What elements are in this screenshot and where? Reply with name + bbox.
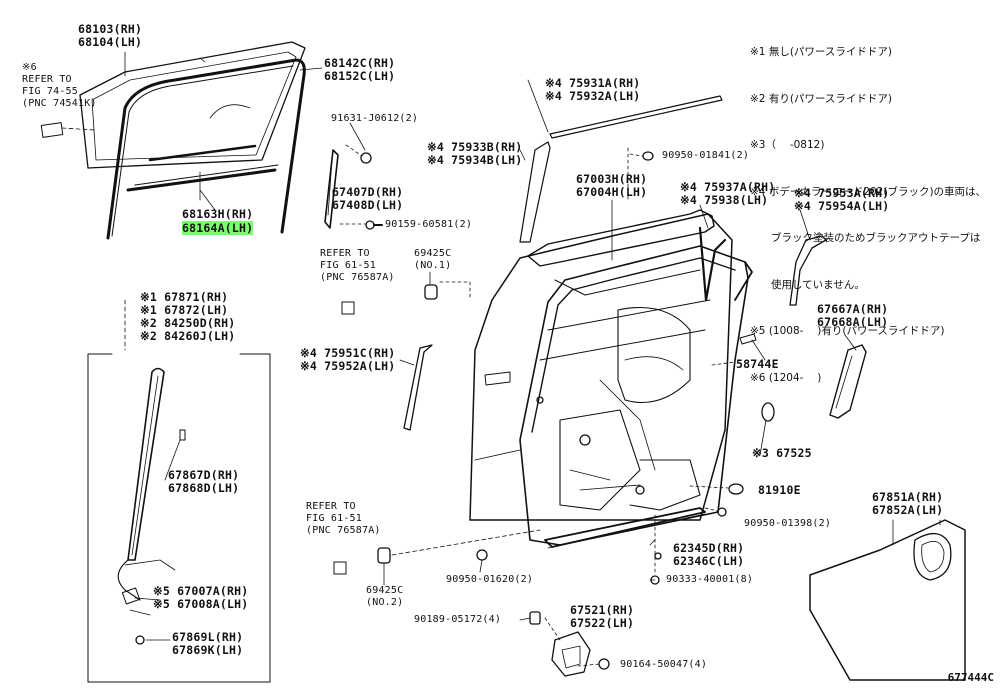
part-label-90950-01620[interactable]: 90950-01620(2)	[446, 574, 534, 585]
part-label-69425-no1[interactable]: 69425C (NO.1)	[414, 248, 452, 271]
part-label-67003[interactable]: 67003H(RH) 67004H(LH)	[576, 172, 648, 199]
part-label-67871[interactable]: ※1 67871(RH) ※1 67872(LH) ※2 84250D(RH) …	[140, 290, 236, 343]
leader-lines	[124, 51, 894, 641]
part-label-90333[interactable]: 90333-40001(8)	[666, 574, 754, 585]
part-label-67007[interactable]: ※5 67007A(RH) ※5 67008A(LH)	[153, 584, 249, 611]
part-label-68103[interactable]: 68103(RH) 68104(LH)	[78, 22, 143, 49]
note-3: ※3（ -0812)	[750, 139, 825, 151]
part-label-67525[interactable]: ※3 67525	[752, 446, 812, 460]
part-label-90164[interactable]: 90164-50047(4)	[620, 659, 708, 670]
part-label-67869[interactable]: 67869L(RH) 67869K(LH)	[172, 630, 244, 657]
part-label-67867[interactable]: 67867D(RH) 67868D(LH)	[168, 468, 240, 495]
part-label-90950-01398[interactable]: 90950-01398(2)	[744, 518, 832, 529]
part-label-75937[interactable]: ※4 75937A(RH) ※4 75938(LH)	[680, 180, 776, 207]
highlighted-part-68164: 68164A(LH)	[182, 221, 254, 235]
power-slide-inset	[87, 299, 271, 683]
part-label-90950-01841[interactable]: 90950-01841(2)	[662, 150, 750, 161]
part-label-75951[interactable]: ※4 75951C(RH) ※4 75952A(LH)	[300, 346, 396, 373]
part-label-69425-no2[interactable]: 69425C (NO.2)	[366, 585, 404, 608]
sliding-door	[469, 213, 749, 546]
figure-code: 677444C	[947, 671, 994, 684]
part-label-67407[interactable]: 67407D(RH) 67408D(LH)	[332, 185, 404, 212]
belt-molding	[126, 144, 279, 192]
door-trim-panel	[809, 519, 966, 681]
division-bar	[324, 149, 339, 229]
part-label-68142[interactable]: 68142C(RH) 68152C(LH)	[324, 56, 396, 83]
part-label-75931[interactable]: ※4 75931A(RH) ※4 75932A(LH)	[545, 76, 641, 103]
part-label-90159[interactable]: 90159-60581(2)	[385, 219, 473, 230]
note-5: ※5 (1008- )有り(パワースライドドア)	[750, 325, 945, 337]
glass-run-channel	[106, 58, 306, 240]
part-label-67851[interactable]: 67851A(RH) 67852A(LH)	[872, 490, 944, 517]
note-2: ※2 有り(パワースライドドア)	[750, 92, 892, 105]
part-label-67521[interactable]: 67521(RH) 67522(LH)	[570, 603, 635, 630]
note-4: ※4 ボデーカラーコード202(ブラック)の車両は、	[750, 185, 987, 198]
door-glass	[79, 41, 306, 169]
part-label-58744[interactable]: 58744E	[736, 357, 779, 371]
part-label-68164[interactable]: 68164A(LH)	[182, 221, 254, 235]
part-label-67667[interactable]: 67667A(RH) 67668A(LH)	[817, 302, 889, 329]
part-label-90189[interactable]: 90189-05172(4)	[414, 614, 502, 625]
part-label-62345[interactable]: 62345D(RH) 62346C(LH)	[673, 541, 745, 568]
part-label-91631[interactable]: 91631-J0612(2)	[331, 113, 419, 124]
footnotes: ※1 無し(パワースライドドア) ※2 有り(パワースライドドア) ※3（ -0…	[750, 14, 986, 417]
note-1: ※1 無し(パワースライドドア)	[750, 46, 892, 58]
note-6: ※6 (1204- )	[750, 371, 822, 384]
ref-label-fig61-top[interactable]: REFER TO FIG 61-51 (PNC 76587A)	[320, 248, 395, 283]
part-label-75933[interactable]: ※4 75933B(RH) ※4 75934B(LH)	[427, 140, 523, 167]
note-4-cont-2: 使用していません。	[750, 278, 865, 291]
part-label-68163[interactable]: 68163H(RH)	[182, 207, 254, 221]
note-4-cont-1: ブラック塗装のためブラックアウトテープは	[750, 232, 981, 244]
part-label-81910[interactable]: 81910E	[758, 483, 801, 497]
ref-label-fig74[interactable]: ※6 REFER TO FIG 74-55 (PNC 74541K)	[22, 62, 97, 109]
ref-label-fig61-bottom[interactable]: REFER TO FIG 61-51 (PNC 76587A)	[306, 501, 381, 536]
part-label-75953[interactable]: ※4 75953A(RH) ※4 75954A(LH)	[794, 186, 890, 213]
